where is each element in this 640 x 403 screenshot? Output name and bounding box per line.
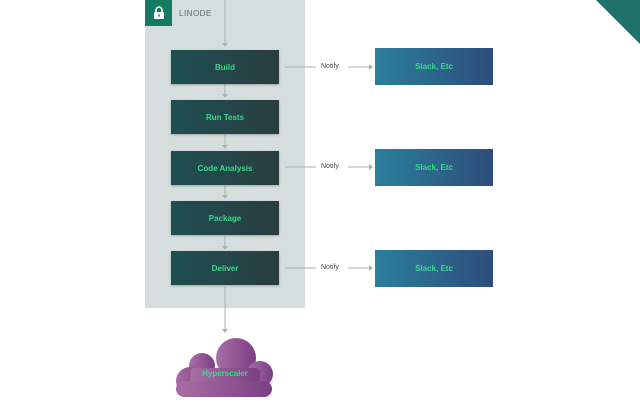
stage-run-tests[interactable]: Run Tests [171,100,279,134]
target-slack-code-analysis[interactable]: Slack, Etc [375,149,493,186]
notify-label-code-analysis: Notify [321,163,339,170]
hyperscaler-cloud[interactable]: Hyperscaler [174,336,276,398]
stage-build[interactable]: Build [171,50,279,84]
stage-deliver[interactable]: Deliver [171,251,279,285]
corner-accent [596,0,640,44]
target-slack-build[interactable]: Slack, Etc [375,48,493,85]
notify-label-deliver: Notify [321,264,339,271]
target-slack-deliver[interactable]: Slack, Etc [375,250,493,287]
stage-code-analysis[interactable]: Code Analysis [171,151,279,185]
lock-badge [145,0,172,26]
cloud-label: Hyperscaler [202,369,248,378]
panel-label: LINODE [179,9,212,18]
cloud-icon [176,338,273,397]
lock-icon [153,6,164,19]
notify-label-build: Notify [321,63,339,70]
stage-package[interactable]: Package [171,201,279,235]
